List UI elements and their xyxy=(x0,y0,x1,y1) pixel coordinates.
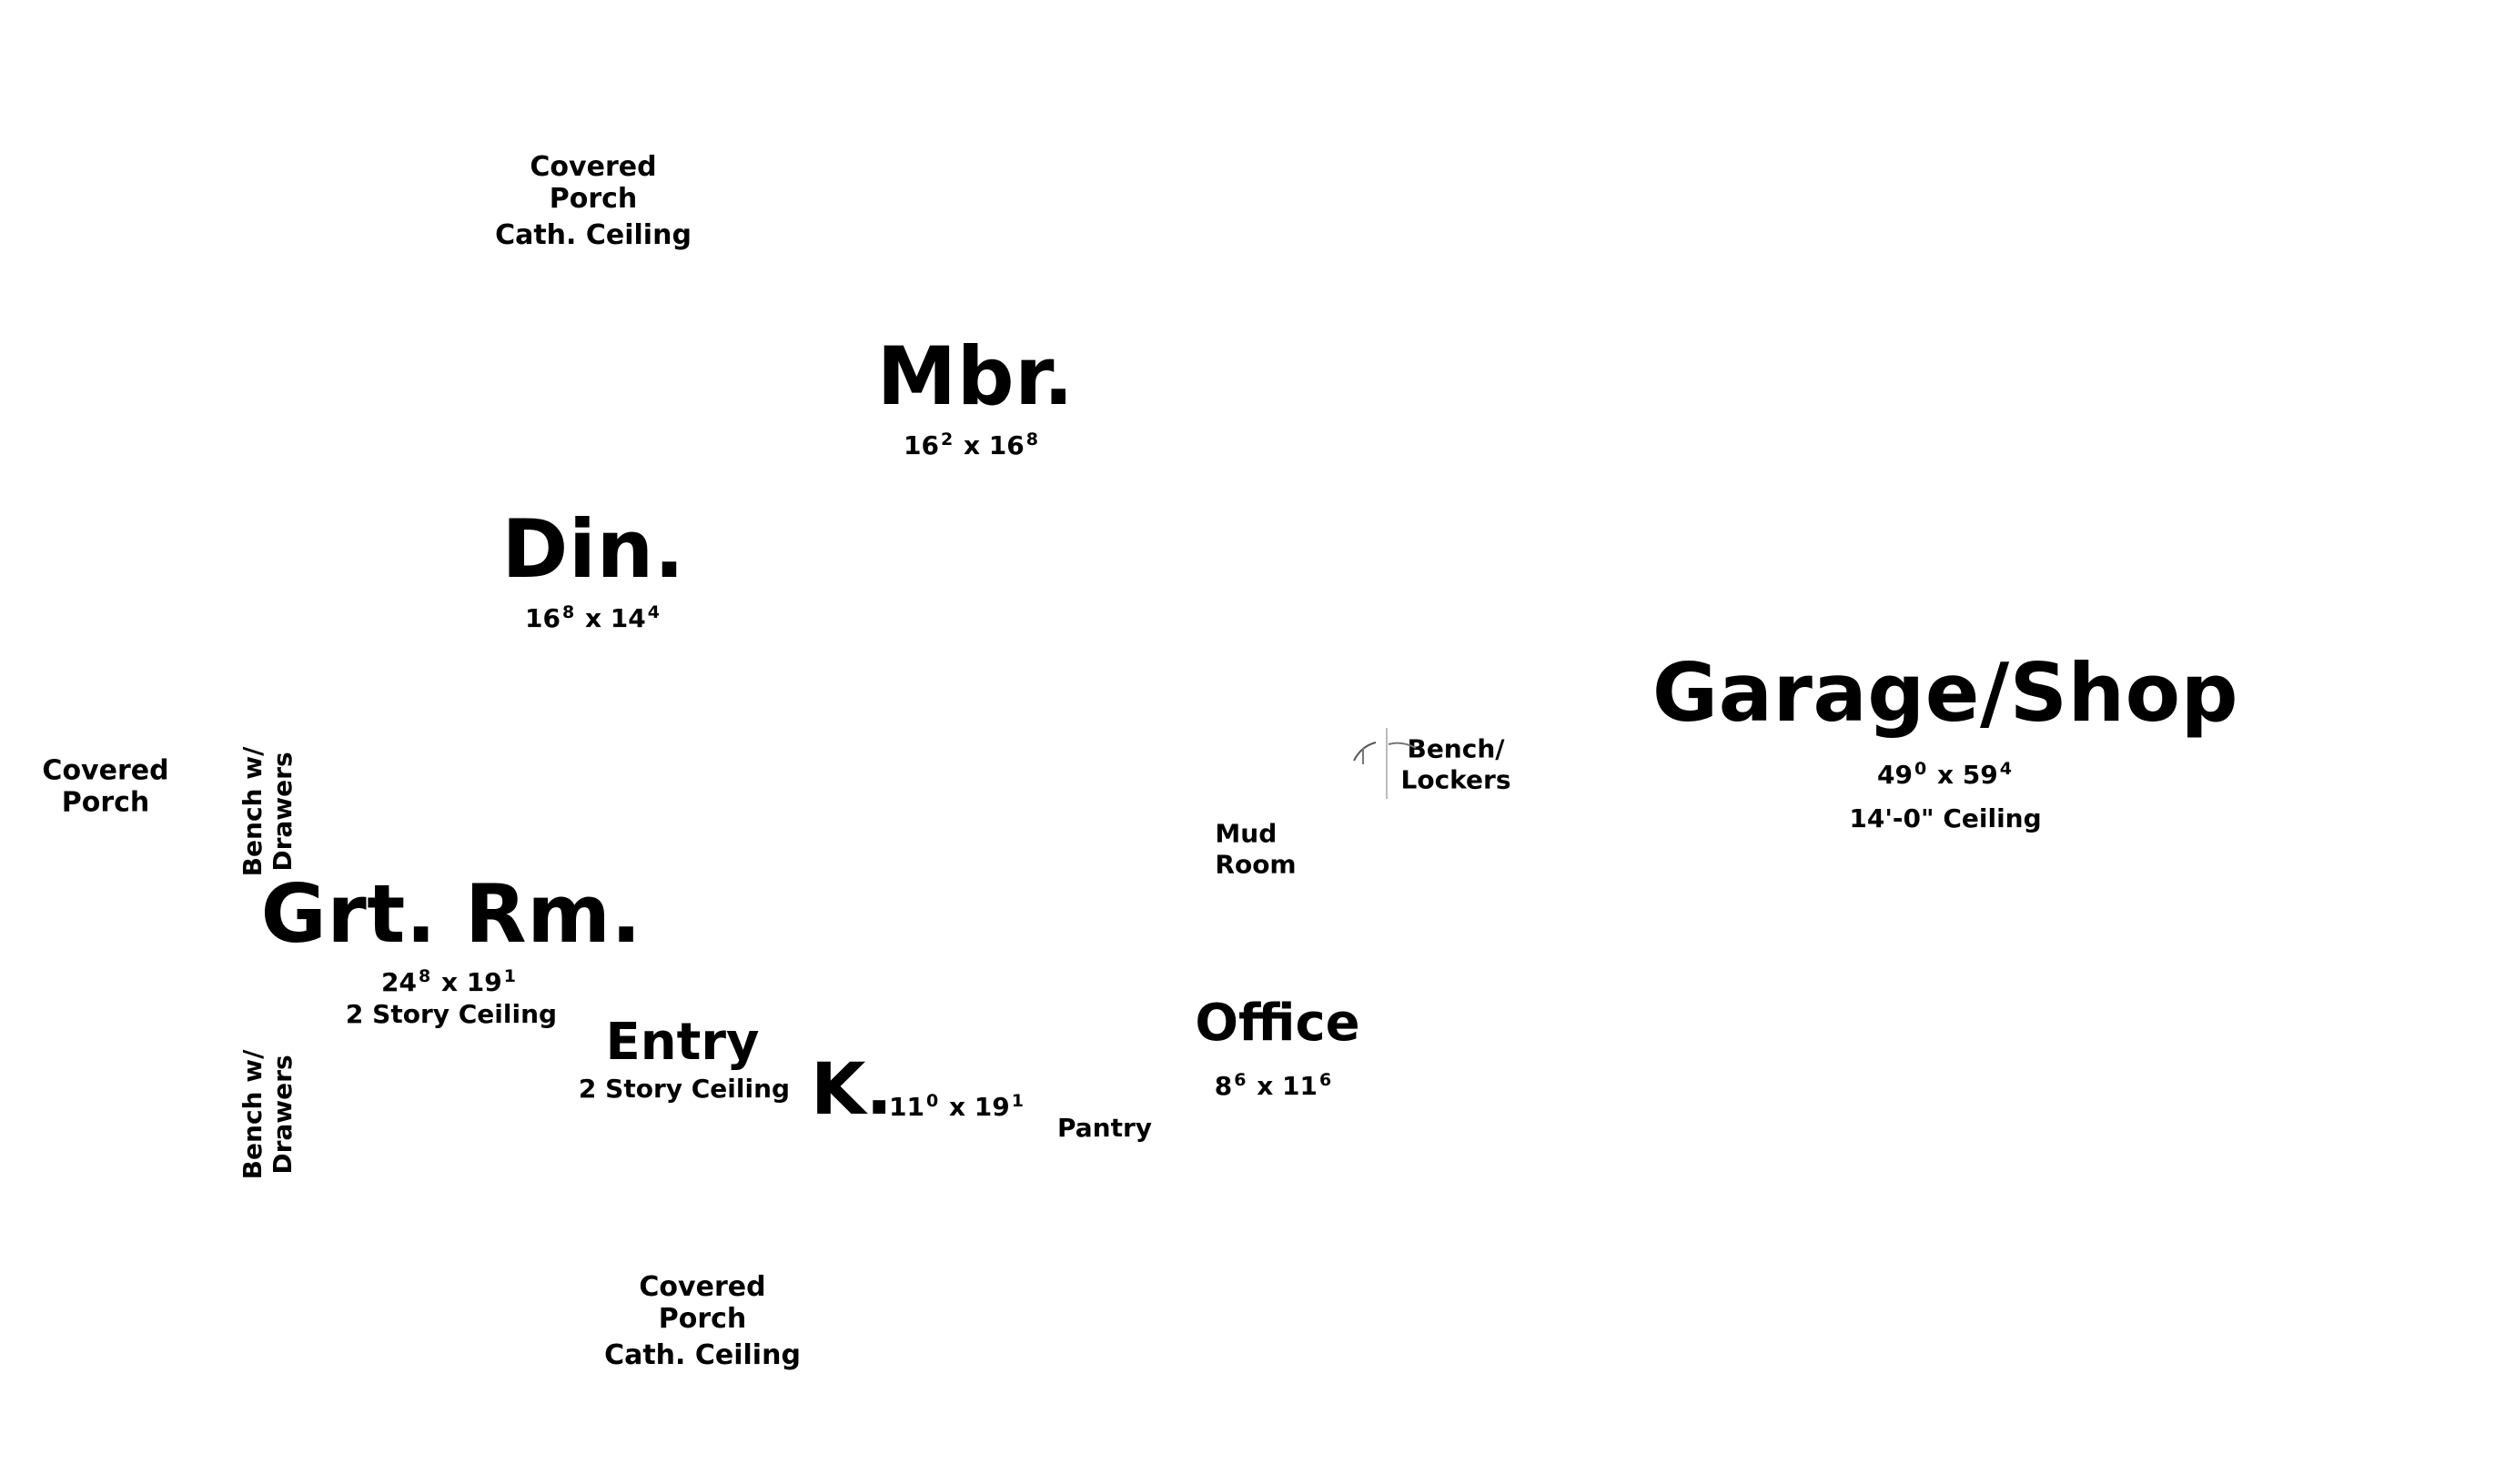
porch-bottom-line1: Covered xyxy=(639,1270,766,1303)
grt-x: x xyxy=(440,967,459,997)
porch-top-line2: Porch xyxy=(549,183,638,216)
covered-porch-bottom-label: Covered Porch Cath. Ceiling xyxy=(604,1271,801,1371)
bench-lockers-line1: Bench/ xyxy=(1407,733,1505,764)
garage-x: x xyxy=(1936,760,1954,790)
kitchen-width-in: 0 xyxy=(925,1091,939,1111)
kitchen-length-in: 1 xyxy=(1011,1091,1024,1111)
bench-lockers-line2: Lockers xyxy=(1400,764,1511,794)
mbr-x: x xyxy=(963,430,981,460)
office-width: 8 xyxy=(1214,1071,1233,1101)
office-x: x xyxy=(1257,1071,1274,1101)
entry-name: Entry xyxy=(605,1013,760,1072)
garage-width: 49 xyxy=(1877,760,1913,790)
kitchen-name: K. xyxy=(810,1049,894,1131)
kitchen-x: x xyxy=(948,1092,966,1122)
din-length: 14 xyxy=(610,603,646,633)
mud-room-label: Mud Room xyxy=(1215,818,1296,879)
porch-bottom-line2: Porch xyxy=(658,1303,747,1336)
mud-room-line2: Room xyxy=(1215,849,1297,879)
grt-width-in: 8 xyxy=(418,966,431,986)
office-width-in: 6 xyxy=(1234,1070,1247,1090)
din-x: x xyxy=(584,603,602,633)
bench-lockers-label: Bench/ Lockers xyxy=(1400,733,1510,794)
covered-porch-top-label: Covered Porch Cath. Ceiling xyxy=(495,151,692,251)
door-swing-arc-left xyxy=(1353,742,1377,762)
kitchen-length: 19 xyxy=(974,1092,1010,1122)
dining-room-name: Din. xyxy=(501,502,685,596)
office-length-in: 6 xyxy=(1319,1070,1332,1090)
din-length-in: 4 xyxy=(647,602,660,622)
great-room-ceiling-note: 2 Story Ceiling xyxy=(345,999,558,1030)
garage-width-in: 0 xyxy=(1914,759,1927,779)
porch-left-line1: Covered xyxy=(42,754,169,787)
grt-length: 19 xyxy=(466,967,502,997)
entry-ceiling-note: 2 Story Ceiling xyxy=(578,1074,791,1105)
mbr-width: 16 xyxy=(904,430,939,460)
porch-bottom-line3: Cath. Ceiling xyxy=(604,1338,801,1371)
garage-ceiling-note: 14'-0" Ceiling xyxy=(1849,803,2042,834)
kitchen-width: 11 xyxy=(889,1092,924,1122)
din-width-in: 8 xyxy=(561,602,575,622)
garage-length: 59 xyxy=(1962,760,1998,790)
mbr-width-in: 2 xyxy=(940,429,954,449)
covered-porch-left-label: Covered Porch xyxy=(42,755,168,820)
din-width: 16 xyxy=(525,603,561,633)
garage-length-in: 4 xyxy=(1999,759,2012,779)
grt-width: 24 xyxy=(381,967,417,997)
porch-top-line1: Covered xyxy=(530,150,657,183)
mbr-length-in: 8 xyxy=(1025,429,1038,449)
office-length: 11 xyxy=(1282,1071,1318,1101)
door-swing-arc-right xyxy=(1388,742,1417,749)
great-room-name: Grt. Rm. xyxy=(260,867,642,961)
master-bedroom-name: Mbr. xyxy=(876,329,1075,423)
garage-shop-name: Garage/Shop xyxy=(1651,646,2239,740)
grt-length-in: 1 xyxy=(503,966,516,986)
porch-top-line3: Cath. Ceiling xyxy=(495,218,692,251)
pantry-label: Pantry xyxy=(1056,1113,1153,1144)
mbr-length: 16 xyxy=(988,430,1025,460)
mud-room-line1: Mud xyxy=(1215,818,1278,849)
office-name: Office xyxy=(1195,994,1360,1053)
porch-left-line2: Porch xyxy=(61,787,150,819)
